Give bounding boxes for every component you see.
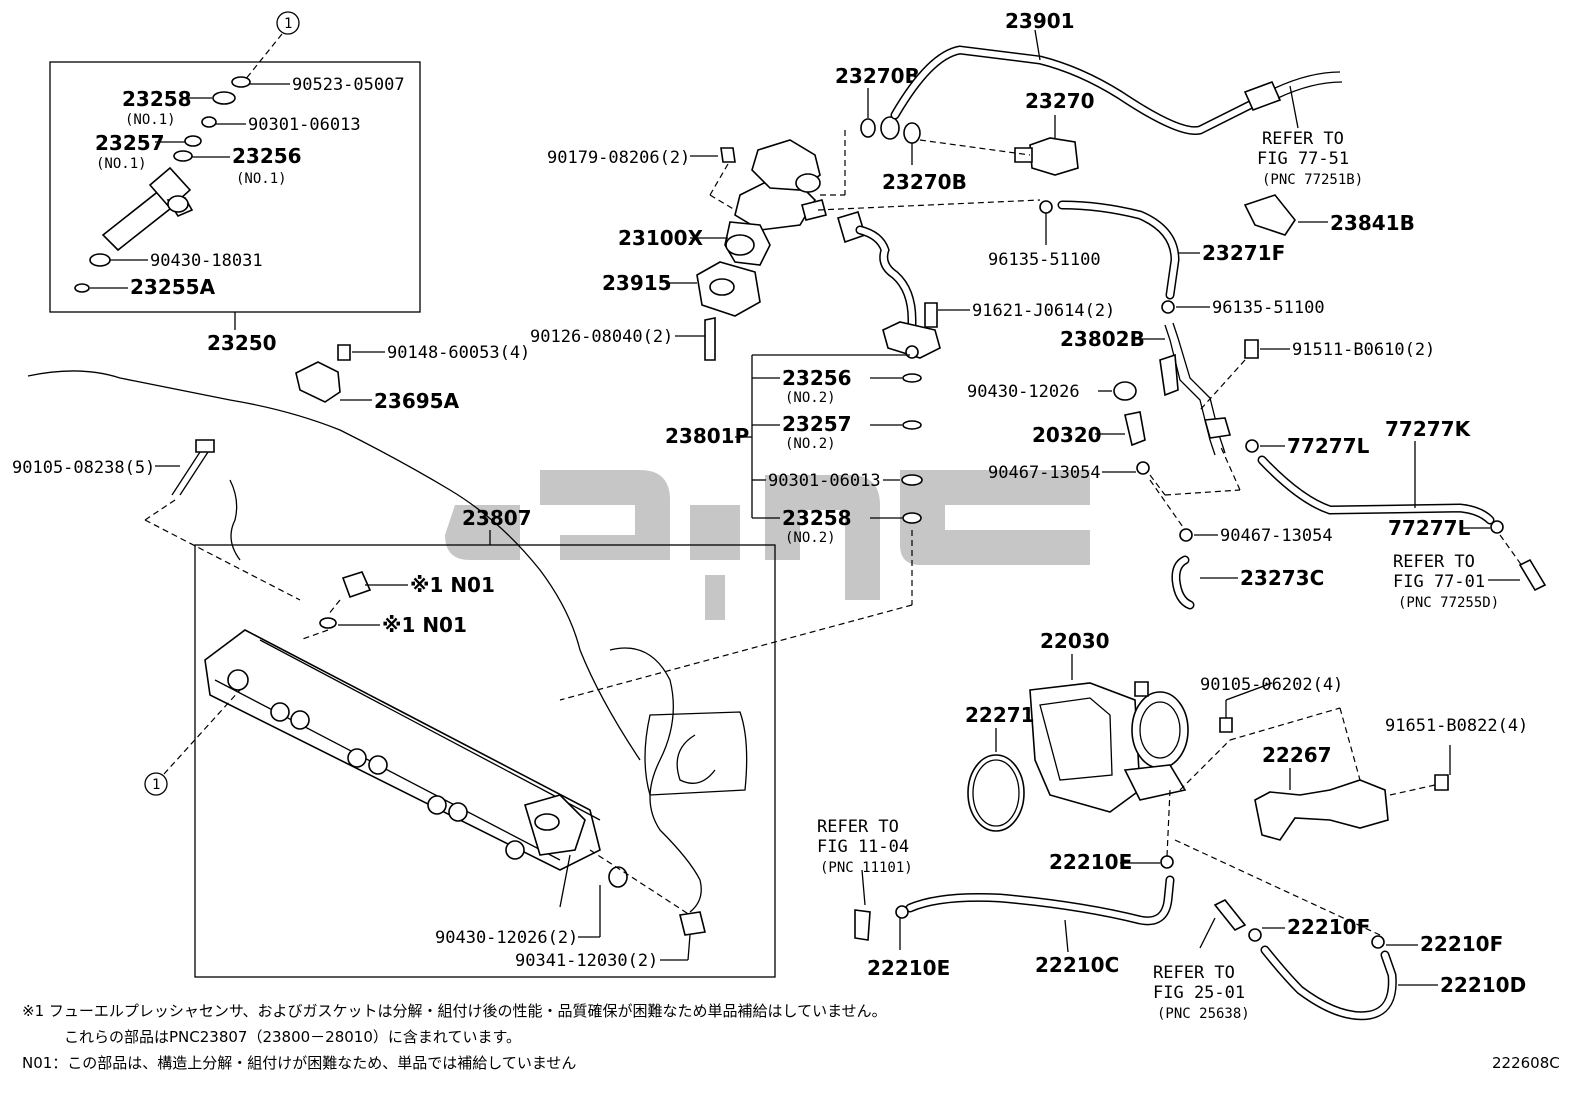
part-23258-no1[interactable]: 23258 [122, 87, 192, 111]
bracket-23695A-group: 90148-60053(4) 23695A [295, 343, 530, 413]
part-90301-06013-a[interactable]: 90301-06013 [248, 115, 361, 135]
coolant-hose-group: 22210E 22210C 22210E REFER TO FIG 11-04 … [817, 789, 1526, 1022]
part-23695A[interactable]: 23695A [374, 389, 460, 413]
part-90301-06013-b[interactable]: 90301-06013 [768, 471, 881, 491]
part-91651-B0822[interactable]: 91651-B0822(4) [1385, 716, 1528, 736]
reference-circle-1-b-label: 1 [152, 777, 160, 793]
refer-25-01-line3[interactable]: (PNC 25638) [1157, 1006, 1250, 1022]
footnote-line-2: これらの部品はPNC23807（23800－28010）に含まれています。 [64, 1028, 521, 1046]
part-90467-13054-a[interactable]: 90467-13054 [988, 463, 1101, 483]
pump-pipe-group: 91621-J0614(2) [817, 199, 1115, 359]
part-22210D[interactable]: 22210D [1440, 973, 1526, 997]
part-23270[interactable]: 23270 [1025, 89, 1095, 113]
part-90148-60053[interactable]: 90148-60053(4) [387, 343, 530, 363]
part-90430-18031[interactable]: 90430-18031 [150, 251, 263, 271]
vapor-hose-group: 96135-51100 23271F 96135-51100 23841B [988, 194, 1415, 318]
part-22267[interactable]: 22267 [1262, 743, 1332, 767]
fuel-rail-box [194, 544, 776, 978]
part-90179-08206[interactable]: 90179-08206(2) [547, 148, 690, 168]
vsv-group: 23802B 91511-B0610(2) 90430-12026 20320 … [967, 322, 1547, 611]
part-23257-no1[interactable]: 23257 [95, 131, 165, 155]
part-22030[interactable]: 22030 [1040, 629, 1110, 653]
part-22210E-b[interactable]: 22210E [867, 956, 950, 980]
part-91621-J0614[interactable]: 91621-J0614(2) [972, 301, 1115, 321]
part-23915[interactable]: 23915 [602, 271, 672, 295]
part-23256-no2-sub: (NO.2) [785, 390, 836, 406]
pipe-kit-group: 23801P 23256 (NO.2) 23257 (NO.2) 90301-0… [559, 354, 923, 701]
part-90523-05007[interactable]: 90523-05007 [292, 75, 405, 95]
part-90105-08238[interactable]: 90105-08238(5) [12, 458, 155, 478]
footnote-line-1: ※1 フューエルプレッシャセンサ、およびガスケットは分解・組付け後の性能・品質確… [22, 1002, 887, 1020]
part-90341-12030[interactable]: 90341-12030(2) [515, 951, 658, 971]
part-20320[interactable]: 20320 [1032, 423, 1102, 447]
part-90467-13054-b[interactable]: 90467-13054 [1220, 526, 1333, 546]
refer-77-51-line3[interactable]: (PNC 77251B) [1262, 172, 1363, 188]
part-23256-no1-sub: (NO.1) [236, 171, 287, 187]
part-23255A[interactable]: 23255A [130, 275, 216, 299]
part-23100X[interactable]: 23100X [618, 226, 704, 250]
part-23270B-top[interactable]: 23270B [835, 64, 920, 88]
part-23801P[interactable]: 23801P [665, 424, 749, 448]
bolt-90105-08238-group: 90105-08238(5) 1 [12, 439, 301, 796]
refer-77-51-line1[interactable]: REFER TO [1262, 129, 1344, 149]
part-90430-12026[interactable]: 90430-12026 [967, 382, 1080, 402]
part-90105-06202[interactable]: 90105-06202(4) [1200, 675, 1343, 695]
refer-77-01-line2[interactable]: FIG 77-01 [1393, 572, 1485, 592]
refer-77-01-line1[interactable]: REFER TO [1393, 552, 1475, 572]
part-22210C[interactable]: 22210C [1035, 953, 1119, 977]
reference-circle-1 [276, 11, 300, 35]
part-77277L-b[interactable]: 77277L [1388, 516, 1471, 540]
part-23257-no2[interactable]: 23257 [782, 412, 852, 436]
pressure-regulator-group: 23270B 23270B 23901 23270 REFER TO FIG 7… [820, 9, 1363, 196]
refer-11-04-line3[interactable]: (PNC 11101) [820, 860, 913, 876]
fuel-pump-group: 90179-08206(2) 23100X 23915 90126-08040(… [530, 139, 827, 361]
part-23901[interactable]: 23901 [1005, 9, 1075, 33]
part-23802B[interactable]: 23802B [1060, 327, 1145, 351]
refer-77-51-line2[interactable]: FIG 77-51 [1257, 149, 1349, 169]
part-23258-no2[interactable]: 23258 [782, 506, 852, 530]
part-90126-08040[interactable]: 90126-08040(2) [530, 327, 673, 347]
watermark-logo [445, 470, 1090, 620]
part-23257-no2-sub: (NO.2) [785, 436, 836, 452]
footnotes: ※1 フューエルプレッシャセンサ、およびガスケットは分解・組付け後の性能・品質確… [22, 1002, 1560, 1072]
part-22210F-a[interactable]: 22210F [1287, 915, 1370, 939]
reference-circle-1-b [144, 772, 168, 796]
part-77277K[interactable]: 77277K [1385, 417, 1472, 441]
refer-11-04-line1[interactable]: REFER TO [817, 817, 899, 837]
part-91511-B0610[interactable]: 91511-B0610(2) [1292, 340, 1435, 360]
part-23273C[interactable]: 23273C [1240, 566, 1324, 590]
fuel-rail-group: 23807 ※1 N01 ※1 N01 90430-12026(2) 90341… [194, 506, 776, 978]
throttle-group: 22030 22271 90105-06202(4) 22267 91651-B… [965, 629, 1528, 841]
part-23256-no2[interactable]: 23256 [782, 366, 852, 390]
part-23807[interactable]: 23807 [462, 506, 532, 530]
part-23256-no1[interactable]: 23256 [232, 144, 302, 168]
part-23841B[interactable]: 23841B [1330, 211, 1415, 235]
refer-77-01-line3[interactable]: (PNC 77255D) [1398, 595, 1499, 611]
footnote-line-3: N01：この部品は、構造上分解・組付けが困難なため、単品では補給していません [22, 1054, 576, 1072]
part-96135-51100-b[interactable]: 96135-51100 [1212, 298, 1325, 318]
engine-outline [27, 370, 748, 913]
kit-label-23250[interactable]: 23250 [207, 331, 277, 355]
part-22210F-b[interactable]: 22210F [1420, 932, 1503, 956]
reference-circle-1-label: 1 [284, 16, 292, 32]
part-23258-no2-sub: (NO.2) [785, 530, 836, 546]
part-23258-no1-sub: (NO.1) [125, 112, 176, 128]
part-22210E-a[interactable]: 22210E [1049, 850, 1132, 874]
part-90430-12026-2[interactable]: 90430-12026(2) [435, 928, 578, 948]
refer-25-01-line1[interactable]: REFER TO [1153, 963, 1235, 983]
part-96135-51100-a[interactable]: 96135-51100 [988, 250, 1101, 270]
refer-11-04-line2[interactable]: FIG 11-04 [817, 837, 909, 857]
part-23270B-bottom[interactable]: 23270B [882, 170, 967, 194]
figure-code: 222608C [1492, 1054, 1560, 1072]
part-77277L-a[interactable]: 77277L [1287, 434, 1370, 458]
part-23271F[interactable]: 23271F [1202, 241, 1285, 265]
refer-25-01-line2[interactable]: FIG 25-01 [1153, 983, 1245, 1003]
note-n01-a[interactable]: ※1 N01 [410, 573, 495, 597]
part-23257-no1-sub: (NO.1) [96, 156, 147, 172]
note-n01-b[interactable]: ※1 N01 [382, 613, 467, 637]
injector-kit-group: 1 23250 90523-05007 23258 (NO.1) 90301-0… [49, 11, 421, 355]
part-22271[interactable]: 22271 [965, 703, 1035, 727]
